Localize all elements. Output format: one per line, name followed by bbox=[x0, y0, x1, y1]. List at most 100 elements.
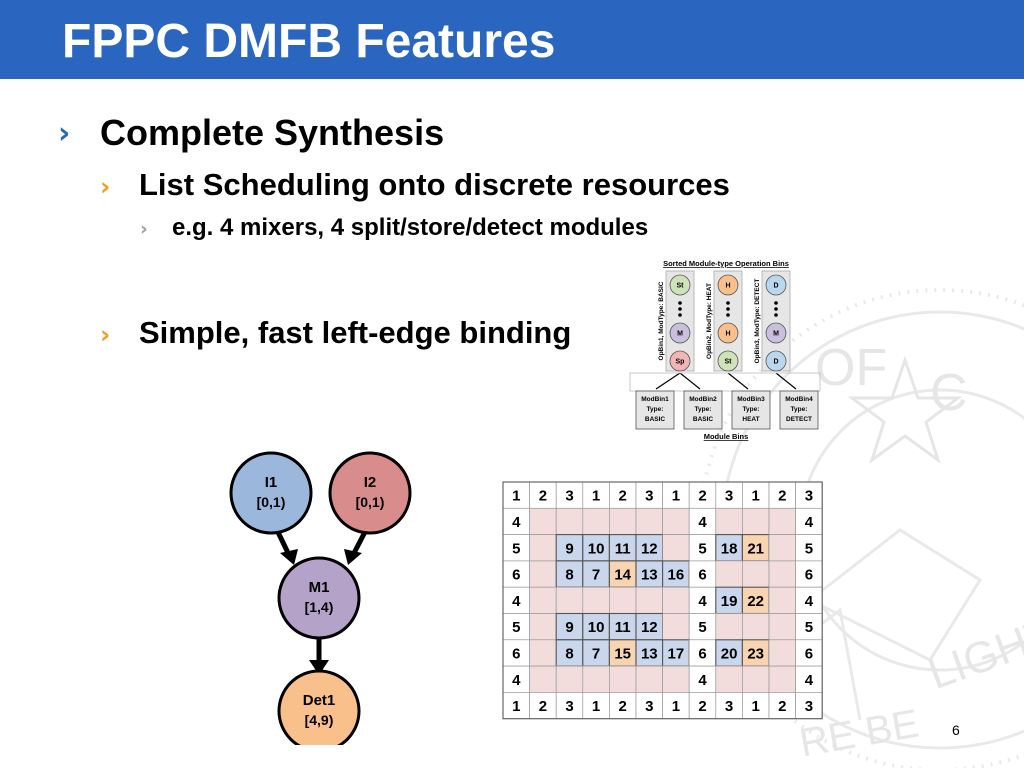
grid-cell-value: 4 bbox=[512, 593, 521, 610]
grid-cell: 3 bbox=[795, 692, 823, 720]
grid-cell bbox=[635, 507, 663, 535]
grid-cell-box bbox=[502, 665, 530, 693]
grid-cell bbox=[662, 665, 690, 693]
grid-cell-box bbox=[742, 507, 770, 535]
grid-cell bbox=[529, 665, 557, 693]
grid-cell-box bbox=[688, 639, 717, 667]
op-label: H bbox=[725, 283, 730, 290]
node-m1: M1 [1,4) bbox=[277, 556, 361, 640]
grid-cell-box bbox=[609, 665, 637, 693]
node-label: M1 bbox=[309, 579, 330, 596]
grid-cell-box bbox=[662, 481, 690, 509]
grid-cell-box bbox=[768, 613, 796, 641]
grid-cell: 6 bbox=[688, 639, 717, 667]
grid-cell: 18 bbox=[715, 534, 743, 562]
grid-cell bbox=[635, 586, 663, 614]
grid-cell: 3 bbox=[795, 481, 823, 509]
grid-cell-box bbox=[582, 507, 610, 535]
grid-cell-box bbox=[635, 586, 663, 614]
node-interval: [1,4) bbox=[305, 599, 334, 615]
grid-cell-box bbox=[742, 665, 770, 693]
grid-cell-box bbox=[795, 507, 823, 535]
grid-cell-box bbox=[529, 507, 557, 535]
grid-cell bbox=[768, 507, 796, 535]
grid-cell-box bbox=[662, 507, 690, 535]
grid-cell-box bbox=[635, 507, 663, 535]
grid-cell-box bbox=[608, 560, 637, 588]
grid-cell-value: 5 bbox=[805, 619, 813, 636]
grid-cell-box bbox=[555, 639, 584, 667]
module-bin-line: ModBin4 bbox=[785, 396, 813, 403]
grid-cell-box bbox=[768, 507, 796, 535]
grid-cell-value: 3 bbox=[565, 488, 573, 505]
grid-cell: 11 bbox=[608, 612, 637, 641]
grid-cell-value: 18 bbox=[721, 540, 738, 557]
module-bin-line: BASIC bbox=[693, 416, 714, 423]
grid-cell-value: 12 bbox=[641, 619, 658, 636]
ellipsis-dot bbox=[726, 313, 730, 317]
arrowhead-i1-m1 bbox=[280, 549, 298, 565]
grid-cell: 1 bbox=[582, 692, 610, 720]
bullet-complete-synthesis: Complete Synthesis bbox=[100, 112, 445, 153]
seal-text: OF C LIGHT RE BE bbox=[796, 339, 1024, 766]
op-label: D bbox=[773, 359, 778, 366]
grid-cell-value: 3 bbox=[725, 698, 733, 715]
grid-cell-box bbox=[582, 639, 610, 667]
grid-cell-value: 10 bbox=[588, 619, 605, 636]
grid-cell: 8 bbox=[555, 639, 584, 667]
title-bar: FPPC DMFB Features bbox=[0, 0, 1024, 79]
grid-cell: 2 bbox=[688, 692, 717, 720]
op-label: St bbox=[677, 283, 685, 290]
grid-cell-box bbox=[795, 639, 823, 667]
bullet-chevron-icon: › bbox=[100, 172, 111, 201]
grid-cell-box bbox=[529, 639, 557, 667]
bullet-chevron-icon: › bbox=[58, 116, 71, 151]
node-interval: [4,9) bbox=[305, 712, 334, 728]
ellipsis-dot bbox=[726, 307, 730, 311]
op-circle bbox=[669, 350, 691, 372]
grid-cell-box bbox=[609, 507, 637, 535]
grid-cell: 6 bbox=[795, 639, 823, 667]
grid-cell-value: 5 bbox=[805, 540, 813, 557]
grid-cell-value: 2 bbox=[778, 488, 786, 505]
grid-cell-value: 2 bbox=[619, 488, 627, 505]
grid-cell-value: 21 bbox=[747, 540, 764, 557]
grid-cell: 4 bbox=[688, 665, 717, 693]
ellipsis-dot bbox=[726, 301, 730, 305]
grid-cell: 1 bbox=[742, 692, 770, 720]
grid-cell: 3 bbox=[715, 692, 743, 720]
page-number: 6 bbox=[952, 722, 960, 738]
grid-cell-value: 1 bbox=[672, 698, 680, 715]
grid-cell: 1 bbox=[742, 481, 770, 509]
node-label: Det1 bbox=[303, 692, 336, 709]
module-bin-line: ModBin2 bbox=[689, 396, 717, 403]
grid-cell: 12 bbox=[635, 534, 664, 562]
grid-cell: 16 bbox=[662, 560, 690, 588]
grid-cell-box bbox=[608, 534, 637, 562]
grid-cell-value: 13 bbox=[641, 567, 658, 584]
grid-cell-box bbox=[768, 534, 796, 562]
grid-cell-value: 3 bbox=[805, 698, 813, 715]
arrow-bin3-modbin4 bbox=[775, 372, 797, 390]
grid-cell-value: 19 bbox=[721, 593, 738, 610]
grid-cell-value: 1 bbox=[672, 488, 680, 505]
grid-cell-box bbox=[555, 586, 584, 614]
ellipsis-dot bbox=[774, 307, 778, 311]
grid-cell bbox=[768, 560, 796, 588]
grid-cell bbox=[662, 507, 690, 535]
grid-cell-box bbox=[609, 481, 637, 509]
grid-cell-box bbox=[529, 481, 557, 509]
grid-cell-value: 5 bbox=[512, 540, 520, 557]
grid-cell-value: 12 bbox=[641, 540, 658, 557]
grid-cell-box bbox=[529, 613, 557, 641]
grid-cell: 10 bbox=[582, 612, 610, 641]
grid-cell-value: 23 bbox=[747, 645, 764, 662]
grid-cell-value: 3 bbox=[645, 488, 653, 505]
node-det1: Det1 [4,9) bbox=[277, 669, 361, 745]
grid-cell-value: 4 bbox=[698, 672, 707, 689]
grid-cell bbox=[768, 639, 796, 667]
grid-cell bbox=[635, 665, 663, 693]
operation-bins-figure: Sorted Module-type Operation Bins OpBin1… bbox=[628, 259, 824, 441]
grid-cell bbox=[742, 560, 770, 588]
